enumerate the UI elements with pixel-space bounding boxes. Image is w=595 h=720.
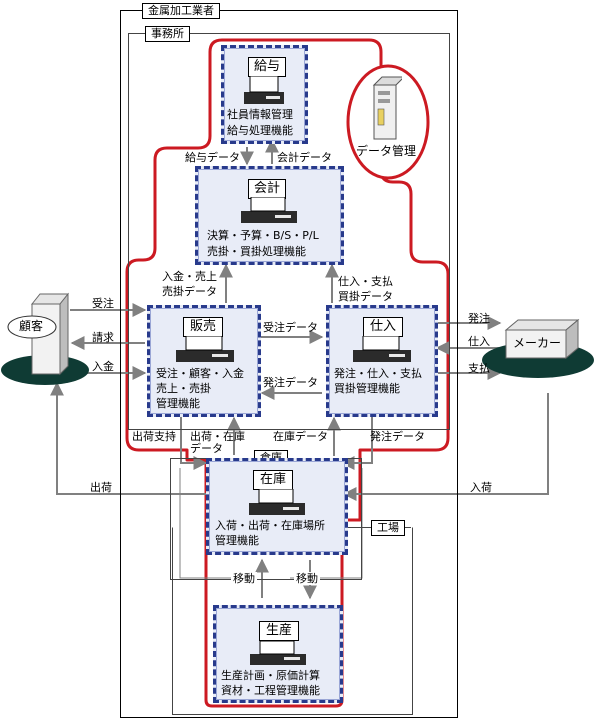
computer-icon <box>244 76 284 104</box>
inventory-system[interactable]: 在庫 入荷・出荷・在庫場所 管理機能 <box>206 458 348 555</box>
inventory-desc-1: 入荷・出荷・在庫場所 <box>215 519 325 532</box>
sales-desc-2: 売上・売掛 <box>156 382 211 395</box>
office-label: 事務所 <box>145 26 190 42</box>
order-placed-data-label: 発注データ <box>263 376 318 389</box>
customer-label: 顧客 <box>19 319 44 333</box>
purchase-to-accounting-label-1: 仕入・支払 <box>338 275 393 288</box>
payroll-desc-2: 給与処理機能 <box>227 124 293 137</box>
payment-in-label: 入金 <box>92 360 114 373</box>
shipping-stock-label-2: データ <box>190 442 223 455</box>
sales-title: 販売 <box>183 317 223 337</box>
accounting-system[interactable]: 会計 決算・予算・B/S・P/L 売掛・買掛処理機能 <box>195 166 344 265</box>
company-frame <box>120 10 458 718</box>
data-management-label: データ管理 <box>356 144 417 158</box>
production-title: 生産 <box>259 621 299 641</box>
order-received-label: 受注 <box>92 297 114 310</box>
inventory-desc-2: 管理機能 <box>215 534 259 547</box>
sales-to-accounting-label-1: 入金・売上 <box>162 270 217 283</box>
accounting-desc-2: 売掛・買掛処理機能 <box>207 245 306 258</box>
sales-to-accounting-label-2: 売掛データ <box>162 285 217 298</box>
customer-building-icon <box>1 292 89 385</box>
order-placed-label: 発注 <box>468 312 490 325</box>
sales-desc-1: 受注・顧客・入金 <box>156 367 244 380</box>
accounting-data-label: 会計データ <box>277 151 332 164</box>
move-label-2: 移動 <box>294 572 320 585</box>
sales-system[interactable]: 販売 受注・顧客・入金 売上・売掛 管理機能 <box>147 305 261 417</box>
payroll-data-label: 給与データ <box>185 151 240 164</box>
order-data-2-label: 発注データ <box>370 430 425 443</box>
arrival-label: 入荷 <box>470 481 492 494</box>
factory-frame <box>172 527 413 715</box>
purchase-in-label: 仕入 <box>468 335 490 348</box>
order-received-data-label: 受注データ <box>263 321 318 334</box>
shipping-label: 出荷 <box>90 481 112 494</box>
purchase-desc-2: 買掛管理機能 <box>334 382 400 395</box>
move-label-1: 移動 <box>231 572 257 585</box>
computer-icon <box>241 197 297 223</box>
office-frame <box>128 33 450 430</box>
production-desc-2: 資材・工程管理機能 <box>221 684 320 697</box>
computer-icon <box>176 336 234 362</box>
payment-out-label: 支払 <box>468 362 490 375</box>
shipping-stock-label-1: 出荷・在庫 <box>190 430 245 443</box>
payroll-desc-1: 社員情報管理 <box>227 108 293 121</box>
purchase-desc-1: 発注・仕入・支払 <box>334 367 422 380</box>
payroll-title: 給与 <box>248 57 286 77</box>
accounting-desc-1: 決算・予算・B/S・P/L <box>207 229 319 242</box>
factory-label: 工場 <box>371 520 405 536</box>
server-icon <box>372 76 402 140</box>
purchase-to-accounting-label-2: 買掛データ <box>338 290 393 303</box>
purchase-title: 仕入 <box>363 317 403 337</box>
purchase-system[interactable]: 仕入 発注・仕入・支払 買掛管理機能 <box>326 305 438 417</box>
invoice-label: 請求 <box>92 331 114 344</box>
computer-icon <box>250 641 306 665</box>
production-system[interactable]: 生産 生産計画・原価計算 資材・工程管理機能 <box>213 605 343 703</box>
company-label: 金属加工業者 <box>142 3 220 19</box>
sales-desc-3: 管理機能 <box>156 397 200 410</box>
accounting-title: 会計 <box>248 179 286 199</box>
shipping-support-label: 出荷支持 <box>132 430 176 443</box>
payroll-system[interactable]: 給与 社員情報管理 給与処理機能 <box>221 45 308 144</box>
maker-building-icon <box>482 318 594 378</box>
computer-icon <box>353 336 411 362</box>
inventory-title: 在庫 <box>253 470 293 490</box>
stock-data-label: 在庫データ <box>273 430 328 443</box>
production-desc-1: 生産計画・原価計算 <box>221 669 320 682</box>
maker-label: メーカー <box>513 336 562 350</box>
computer-icon <box>249 489 305 515</box>
